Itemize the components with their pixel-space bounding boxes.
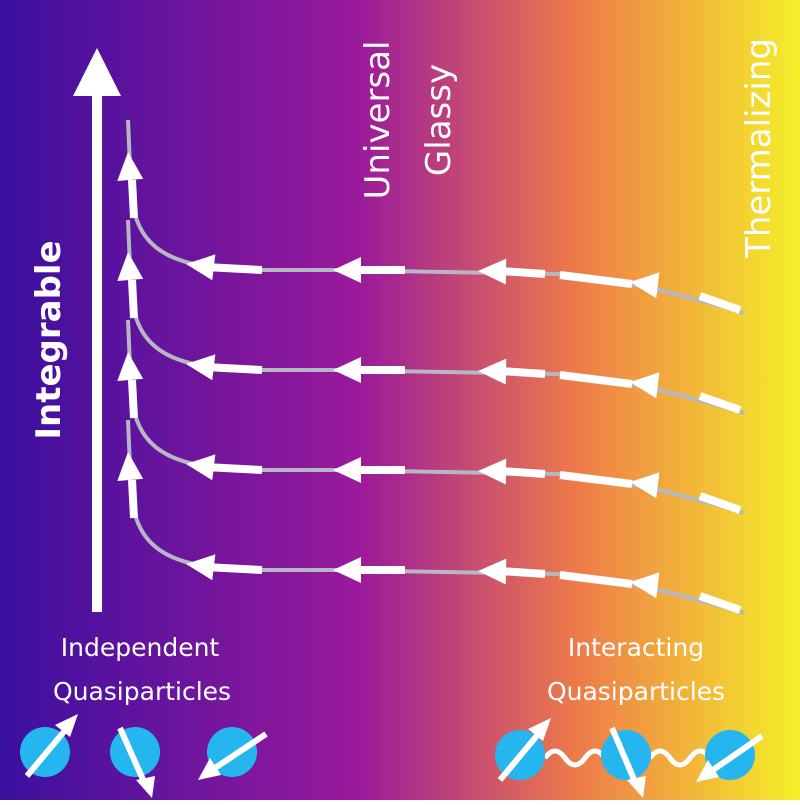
- flow-track: [126, 219, 745, 415]
- flow-segment: [204, 363, 263, 374]
- interacting-spins: [495, 718, 764, 798]
- spin-particle-icon: [696, 730, 764, 782]
- universal-label: Universal: [358, 41, 398, 200]
- flow-segment: [499, 367, 546, 378]
- integrable-label: Integrable: [29, 240, 69, 439]
- flow-segment: [204, 563, 263, 574]
- flow-segment: [128, 479, 138, 519]
- flow-arrow-icon: [117, 452, 144, 481]
- flow-track: [126, 419, 745, 615]
- flow-arrow-icon: [333, 257, 361, 283]
- flow-segment: [128, 379, 138, 419]
- flow-arrow-icon: [630, 372, 660, 399]
- up-arrow-icon: [73, 48, 121, 612]
- flow-arrow-icon: [478, 558, 507, 585]
- flow-arrow-icon: [630, 272, 660, 299]
- flow-segment: [559, 571, 633, 588]
- thermalizing-label: Thermalizing: [739, 38, 779, 259]
- flow-arrow-icon: [186, 554, 216, 581]
- flow-arrow-icon: [630, 472, 660, 499]
- spin-particle-icon: [601, 726, 651, 798]
- flow-segment: [698, 492, 742, 514]
- flow-segment: [204, 463, 263, 474]
- independent-quasiparticles-label: Quasiparticles: [53, 677, 231, 706]
- flow-segment: [204, 263, 263, 274]
- glassy-label: Glassy: [419, 64, 459, 176]
- flow-segment: [128, 179, 138, 219]
- flow-line: [117, 119, 745, 315]
- wavy-interaction-icon: [647, 748, 713, 768]
- flow-arrow-icon: [333, 457, 361, 483]
- flow-segment: [698, 292, 742, 314]
- flow-arrow-icon: [186, 254, 216, 281]
- flow-segment: [559, 371, 633, 388]
- flow-segment: [559, 471, 633, 488]
- flow-arrow-icon: [333, 357, 361, 383]
- flow-track: [126, 119, 745, 315]
- flow-arrow-icon: [630, 572, 660, 599]
- flow-line: [117, 419, 745, 615]
- flow-arrow-icon: [117, 352, 144, 381]
- flow-track: [126, 319, 745, 515]
- flow-segment: [559, 271, 633, 288]
- flow-segment: [698, 392, 742, 414]
- independent-spins: [20, 714, 268, 798]
- flow-arrow-icon: [117, 252, 144, 281]
- flow-arrow-icon: [478, 458, 507, 485]
- independent-label: Independent: [61, 633, 220, 662]
- flow-lines: [117, 119, 745, 615]
- spin-particle-icon: [495, 718, 551, 782]
- interacting-quasiparticles-label: Quasiparticles: [547, 677, 725, 706]
- wavy-interaction-icon: [542, 748, 608, 768]
- flow-segment: [698, 592, 742, 614]
- flow-line: [117, 319, 745, 515]
- flow-segment: [499, 567, 546, 578]
- flow-arrow-icon: [333, 557, 361, 583]
- spin-particle-icon: [20, 714, 78, 778]
- interacting-label: Interacting: [568, 633, 704, 662]
- flow-arrow-icon: [478, 258, 507, 285]
- flow-arrow-icon: [186, 354, 216, 381]
- flow-arrow-icon: [117, 152, 144, 181]
- flow-segment: [128, 279, 138, 319]
- spin-particle-icon: [198, 727, 268, 780]
- flow-segment: [499, 467, 546, 478]
- flow-arrow-icon: [478, 358, 507, 385]
- flow-segment: [499, 267, 546, 278]
- flow-arrow-icon: [186, 454, 216, 481]
- flow-line: [117, 219, 745, 415]
- spin-particle-icon: [110, 726, 160, 798]
